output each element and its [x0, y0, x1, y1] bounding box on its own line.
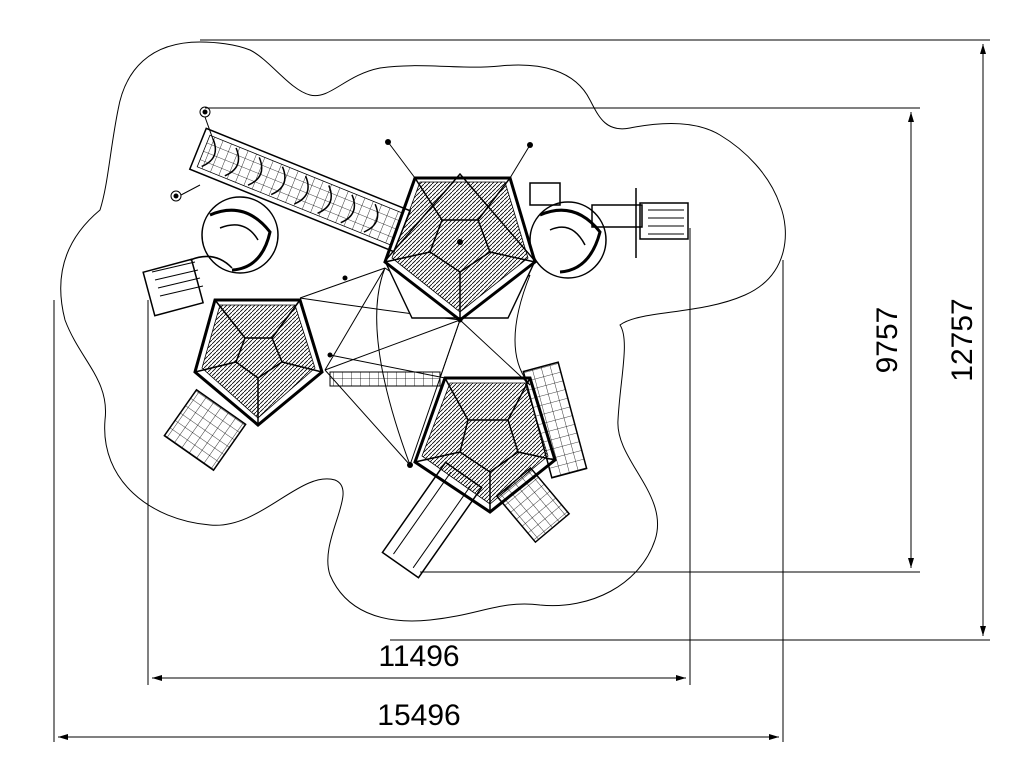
inner-height-label: 9757: [871, 307, 904, 374]
inner-width-label: 11496: [378, 640, 459, 673]
climbing-net-left: [163, 388, 247, 472]
spiral-slide-left: [142, 196, 279, 317]
climbing-tunnel: [188, 127, 412, 253]
dimension-lines: [53, 39, 990, 742]
tower-bottom: [413, 376, 557, 514]
spiral-slide-right: [529, 182, 689, 279]
tower-left: [193, 298, 324, 427]
rope-bridge-middle: [329, 371, 441, 387]
rope-net-connections: [299, 267, 531, 466]
anchor-posts: [327, 139, 533, 468]
straight-slide: [381, 461, 483, 579]
outer-width-label: 15496: [377, 699, 460, 732]
safety-zone-outline: [60, 41, 786, 622]
outer-height-label: 12757: [946, 298, 979, 381]
climbing-wall-right: [522, 361, 588, 479]
tower-top: [383, 141, 537, 322]
tunnel-anchor-posts: [170, 106, 216, 202]
climbing-net-bottom: [495, 466, 571, 544]
